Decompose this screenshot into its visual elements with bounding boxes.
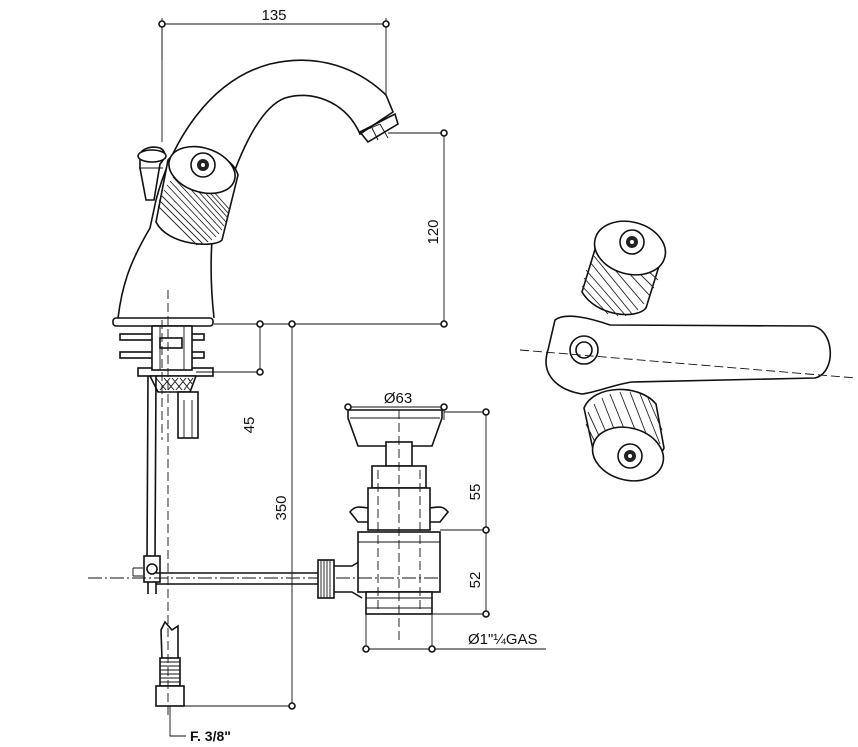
dim-waste-thread: Ø1"¼GAS	[468, 631, 538, 648]
pop-up-waste	[336, 409, 450, 640]
dim-waste-diameter: Ø63	[384, 390, 412, 407]
dim-spout-reach: 135	[261, 7, 286, 24]
dim-waste-lower: 52	[467, 572, 484, 589]
dim-waste-upper: 55	[467, 484, 484, 501]
dim-thread-length: 45	[241, 417, 258, 434]
hatched-nut	[148, 375, 198, 393]
linkage-rod	[156, 559, 363, 599]
dim-spout-height: 120	[425, 219, 442, 244]
flex-hose	[155, 620, 185, 707]
faucet-top-view	[519, 220, 857, 482]
dimension-labels: 135 120 45 350 Ø63 55 52 Ø1"¼GAS F. 3/8"	[190, 7, 538, 744]
dim-body-height: 350	[273, 495, 290, 520]
dimension-lines	[158, 18, 546, 737]
knurled-handle	[155, 145, 239, 246]
dim-flex-connection: F. 3/8"	[190, 728, 231, 744]
faucet-side-view	[88, 20, 399, 716]
